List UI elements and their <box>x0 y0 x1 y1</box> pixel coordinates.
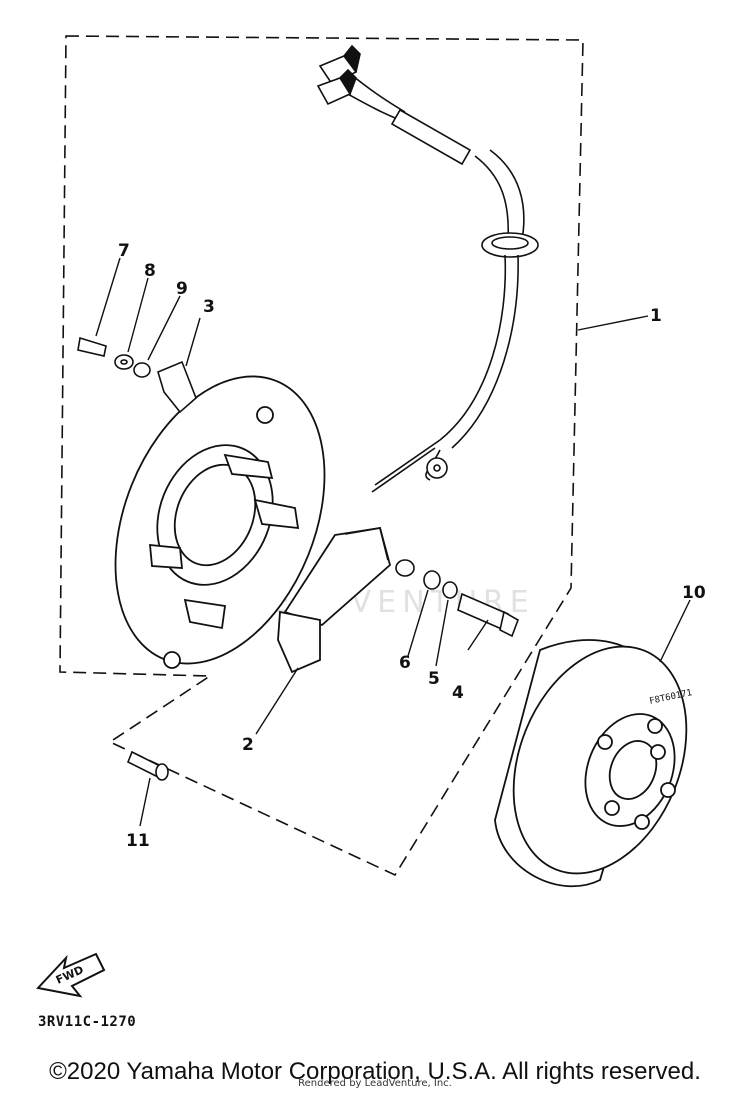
stator-base-plate <box>114 375 326 669</box>
render-note: Rendered by LeadVenture, Inc. <box>298 1078 452 1089</box>
fwd-arrow-icon: FWD <box>36 952 106 998</box>
callout-11: 11 <box>126 831 150 851</box>
callout-4: 4 <box>452 683 464 703</box>
copyright-notice: ©2020 Yamaha Motor Corporation, U.S.A. A… <box>49 1058 701 1085</box>
wire-connectors <box>316 44 361 106</box>
stator-coil <box>277 526 392 674</box>
callout-7: 7 <box>118 241 130 261</box>
small-parts-right <box>395 559 519 638</box>
callout-8: 8 <box>144 261 156 281</box>
screw-11 <box>126 750 169 781</box>
assembly-boundary <box>59 35 584 877</box>
wire-harness <box>343 71 539 493</box>
callout-6: 6 <box>399 653 411 673</box>
callout-2: 2 <box>242 735 254 755</box>
callout-10: 10 <box>682 583 706 603</box>
callout-5: 5 <box>428 669 440 689</box>
callout-3: 3 <box>203 297 215 317</box>
diagram-code: 3RV11C-1270 <box>38 1014 137 1030</box>
callout-1: 1 <box>650 306 662 326</box>
flywheel-rotor: F8T60171 <box>494 639 693 888</box>
leader-lines <box>95 257 691 827</box>
small-parts-left <box>77 336 197 414</box>
callout-9: 9 <box>176 279 188 299</box>
